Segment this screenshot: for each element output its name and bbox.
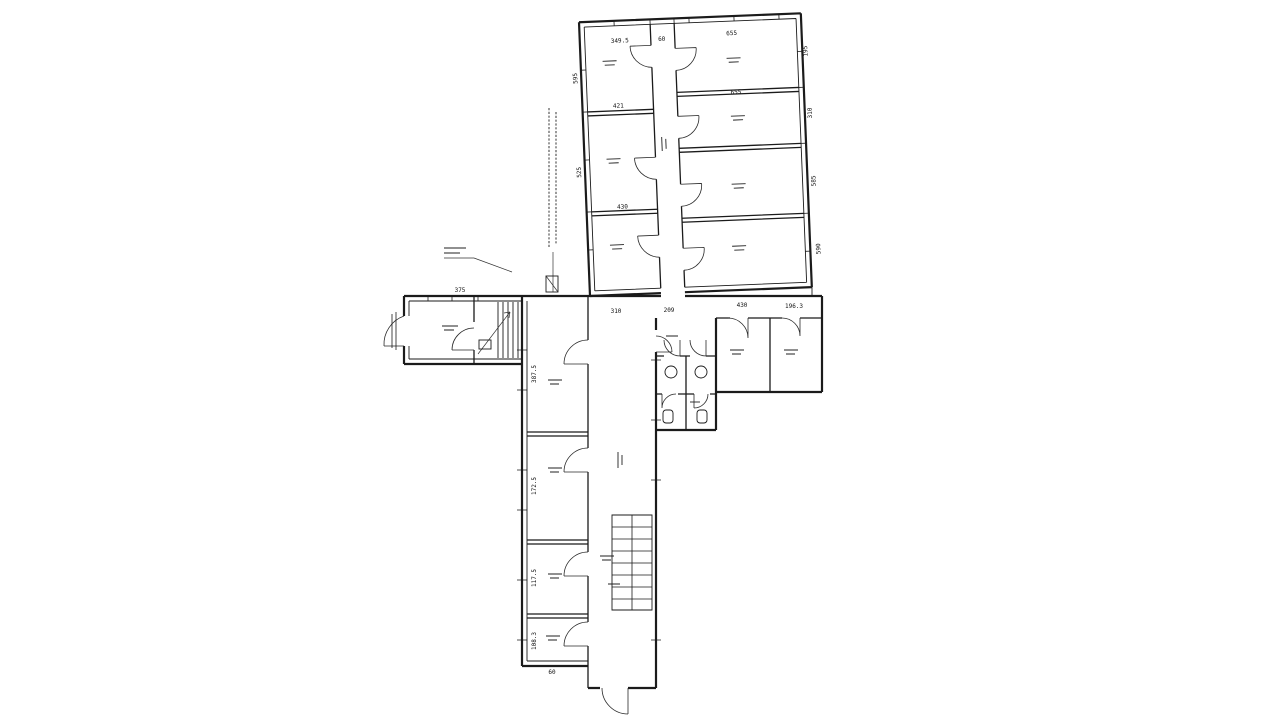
dim-left-side-2: 525 [576,166,583,177]
vwing-room-door-swings [563,335,673,715]
top-block-door-swings [629,44,705,271]
dim-band-3: 430 [737,302,748,309]
top-block-room-dividers [587,86,805,223]
vertical-notes [545,108,559,293]
left-callout [444,247,513,273]
vwing-exterior-walls [520,296,658,690]
dim-left-side-1: 595 [572,72,579,83]
left-wing-inner-lines [408,300,522,360]
top-block-exterior-walls [577,12,813,298]
left-wing-room-label [442,325,458,331]
toilet-fixture-2 [696,409,708,424]
left-wing-exterior-walls [402,296,522,366]
dim-right-side-2: 310 [807,107,814,118]
duct-symbol [545,275,559,293]
top-block: 349.5 60 655 421 655 430 195 310 585 590… [572,12,823,298]
dim-top-room-width-1: 349.5 [611,37,630,45]
dim-band-1: 310 [611,308,622,315]
sink-fixture-2 [694,365,708,379]
dim-left-room-width-2: 430 [617,203,628,210]
right-rooms-walls [715,318,771,430]
dim-band-4: 196.3 [785,303,803,310]
vwing-room-dividers [527,431,588,619]
vwing-room-labels [546,379,623,641]
duct-symbol-diagonal [545,275,559,293]
right-rooms-door-swings [727,317,801,339]
top-block-window-ticks [580,14,811,252]
dim-wing-top: 375 [455,287,466,294]
top-block-room-labels [602,57,747,251]
callout-underline [444,257,513,273]
dim-right-side-3: 585 [810,175,817,186]
wc-cluster [656,318,718,432]
left-wing: 375 [383,287,522,366]
middle-band: 310 209 430 196.3 [404,287,824,430]
dim-top-room-width-2: 655 [726,30,737,37]
dim-vwing-3: 117.5 [531,569,538,587]
dim-right-side-1: 195 [802,45,809,56]
wing-fixture [478,339,492,350]
stair-direction-arrow [477,311,511,355]
corridor-stairs-outline [611,514,653,611]
dim-left-room-width-1: 421 [613,102,624,109]
dim-vwing-5: 60 [548,669,556,676]
wc-door-swings [661,339,709,409]
right-rooms-labels [666,335,798,355]
corridor-stairs-treads [612,515,652,610]
callout-text [444,247,466,254]
vwing-window-ticks [517,349,661,641]
left-wing-divider-door [451,327,475,351]
toilet-fixture-1 [662,409,674,424]
dim-band-2: 209 [664,307,675,314]
left-wing-entry-steps [391,312,397,350]
dim-vwing-1: 387.5 [531,365,538,383]
dim-top-corridor-width: 60 [658,36,666,43]
dim-vwing-4: 108.3 [531,632,538,650]
top-block-corridor-walls [649,23,686,289]
stair-treads [497,302,519,358]
top-block-exterior-inner-lines [583,18,808,292]
vertical-wing: 387.5 172.5 117.5 108.3 60 [517,296,673,715]
vwing-inner-lines [526,301,588,662]
wc-interior-walls [656,355,716,430]
left-wing-entry-door [383,315,405,347]
dim-right-room-width-1: 655 [730,89,741,96]
dim-vwing-2: 172.5 [531,477,538,495]
left-wing-window-ticks [427,296,479,301]
dim-right-side-4: 590 [815,243,822,254]
sink-fixture-1 [664,365,678,379]
